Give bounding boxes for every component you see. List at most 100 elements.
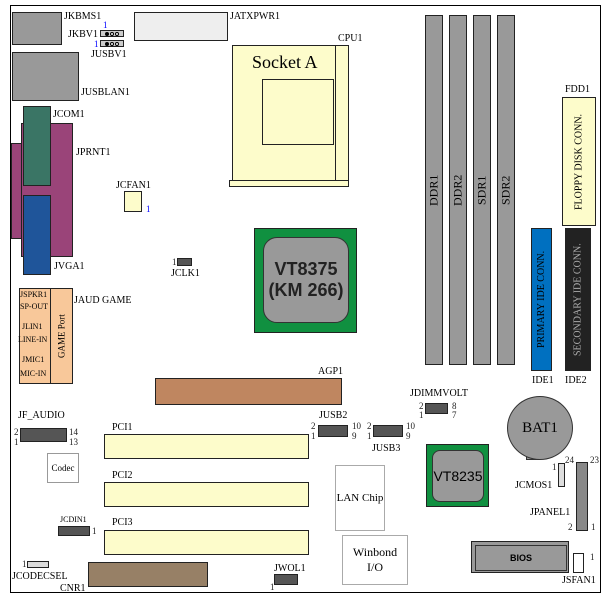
jcfan1-label: JCFAN1: [116, 180, 151, 191]
pci1-label: PCI1: [112, 422, 133, 433]
jcodecsel-header: [27, 561, 49, 568]
ide2-label: IDE2: [565, 375, 587, 386]
jmic1-label: JMIC1: [22, 355, 45, 364]
jusbv1-label: JUSBV1: [91, 49, 127, 60]
winbond-label: Winbond: [352, 545, 398, 559]
socket-label: Socket A: [252, 52, 318, 72]
north-bridge-model: (KM 266): [268, 280, 344, 300]
socket-inner: [262, 79, 334, 145]
pci1-slot: [104, 434, 309, 459]
south-bridge-label: VT8235: [432, 450, 484, 502]
jdimmvolt-header: [425, 403, 448, 414]
socket-base: [229, 180, 349, 187]
lan-chip: LAN Chip: [335, 465, 385, 531]
cnr1-label: CNR1: [60, 583, 86, 594]
agp1-slot: [155, 378, 342, 405]
sdr1-slot: SDR1: [473, 15, 491, 365]
jprnt1-label: JPRNT1: [76, 147, 111, 158]
jkbms1-connector: [12, 12, 62, 45]
pin-label: 7: [452, 410, 457, 420]
socket-lever: [335, 45, 349, 181]
pci2-slot: [104, 482, 309, 507]
bios-label: BIOS: [475, 545, 567, 571]
jusb2-label: JUSB2: [319, 410, 348, 421]
cpu1-label: CPU1: [338, 33, 363, 44]
pin-label: 1: [146, 204, 151, 214]
jspkr1-label: JSPKR1: [20, 290, 48, 299]
ddr2-slot: DDR2: [449, 15, 467, 365]
sdr2-slot: SDR2: [497, 15, 515, 365]
jkbms1-label: JKBMS1: [64, 11, 102, 22]
jcom1-connector: [23, 106, 51, 186]
jatxpwr1-label: JATXPWR1: [230, 11, 281, 22]
jusblan1-label: JUSBLAN1: [81, 87, 130, 98]
north-bridge-label: VT8375: [274, 259, 338, 279]
pin-label: 1: [94, 39, 99, 49]
jf-audio-header: [20, 428, 67, 442]
ide1-connector: PRIMARY IDE CONN.: [531, 228, 552, 371]
pin-label: 24: [565, 455, 574, 465]
pci2-label: PCI2: [112, 470, 133, 481]
jvga1-connector: [23, 195, 51, 275]
pin-label: 1: [591, 522, 596, 532]
jwol1-header: [274, 574, 298, 585]
jcodecsel-label: JCODECSEL: [12, 571, 68, 582]
jlin1-label: JLIN1: [22, 322, 43, 331]
bios-chip: BIOS: [471, 541, 569, 573]
fdd1-label: FDD1: [565, 84, 591, 95]
north-bridge-chip: VT8375 (KM 266): [254, 228, 357, 333]
socket-a: [232, 45, 336, 181]
line-in-label: LINE-IN: [18, 335, 48, 344]
board-outline: [10, 5, 601, 593]
ddr1-slot: DDR1: [425, 15, 443, 365]
pin-label: 1: [311, 431, 316, 441]
jsfan1-label: JSFAN1: [562, 575, 596, 586]
jusbv1-header: [100, 40, 124, 47]
south-bridge-chip: VT8235: [426, 444, 489, 507]
jwol1-label: JWOL1: [274, 563, 306, 574]
pin-label: 10: [352, 421, 361, 431]
pin-label: 1: [552, 462, 557, 472]
bat1-battery: BAT1: [507, 396, 573, 460]
pci3-label: PCI3: [112, 517, 133, 528]
jcom1-label: JCOM1: [53, 109, 85, 120]
pin-label: 14: [69, 427, 78, 437]
ide2-connector: SECONDARY IDE CONN.: [565, 228, 591, 371]
jclk1-label: JCLK1: [171, 268, 200, 279]
pin-label: 1: [270, 582, 275, 592]
codec-chip: Codec: [47, 453, 79, 483]
pin-label: 2: [419, 401, 424, 411]
pci3-slot: [104, 530, 309, 555]
sp-out-label: SP-OUT: [20, 302, 49, 311]
pin-label: 1: [22, 559, 27, 569]
jusb3-label: JUSB3: [372, 443, 401, 454]
agp1-label: AGP1: [318, 366, 344, 377]
cnr1-slot: [88, 562, 208, 587]
jcdin1-header: [58, 526, 90, 536]
mic-in-label: MIC-IN: [20, 369, 47, 378]
pin-label: 2: [311, 421, 316, 431]
pin-label: 1: [419, 410, 424, 420]
pin-label: 2: [568, 522, 573, 532]
jcdin1-label: JCDIN1: [60, 515, 87, 524]
pin-label: 23: [590, 455, 599, 465]
pin-label: 1: [367, 431, 372, 441]
jpanel1-label: JPANEL1: [530, 507, 571, 518]
pin-label: 1: [103, 20, 108, 30]
jcmos1-header: [558, 463, 565, 487]
jpanel1-header: [576, 462, 588, 531]
jkbv1-header: [100, 30, 124, 37]
jusb2-header: [318, 425, 348, 437]
jaud-game-label: JAUD GAME: [74, 295, 132, 306]
io-label: I/O: [367, 560, 383, 574]
jusb3-header: [373, 425, 403, 437]
pin-label: 1: [172, 257, 177, 267]
pin-label: 8: [452, 401, 457, 411]
jclk1-header: [177, 258, 192, 266]
pin-label: 2: [367, 421, 372, 431]
jvga1-label: JVGA1: [54, 261, 85, 272]
jusblan1-connector: [12, 52, 79, 101]
jdimmvolt-label: JDIMMVOLT: [410, 388, 468, 399]
